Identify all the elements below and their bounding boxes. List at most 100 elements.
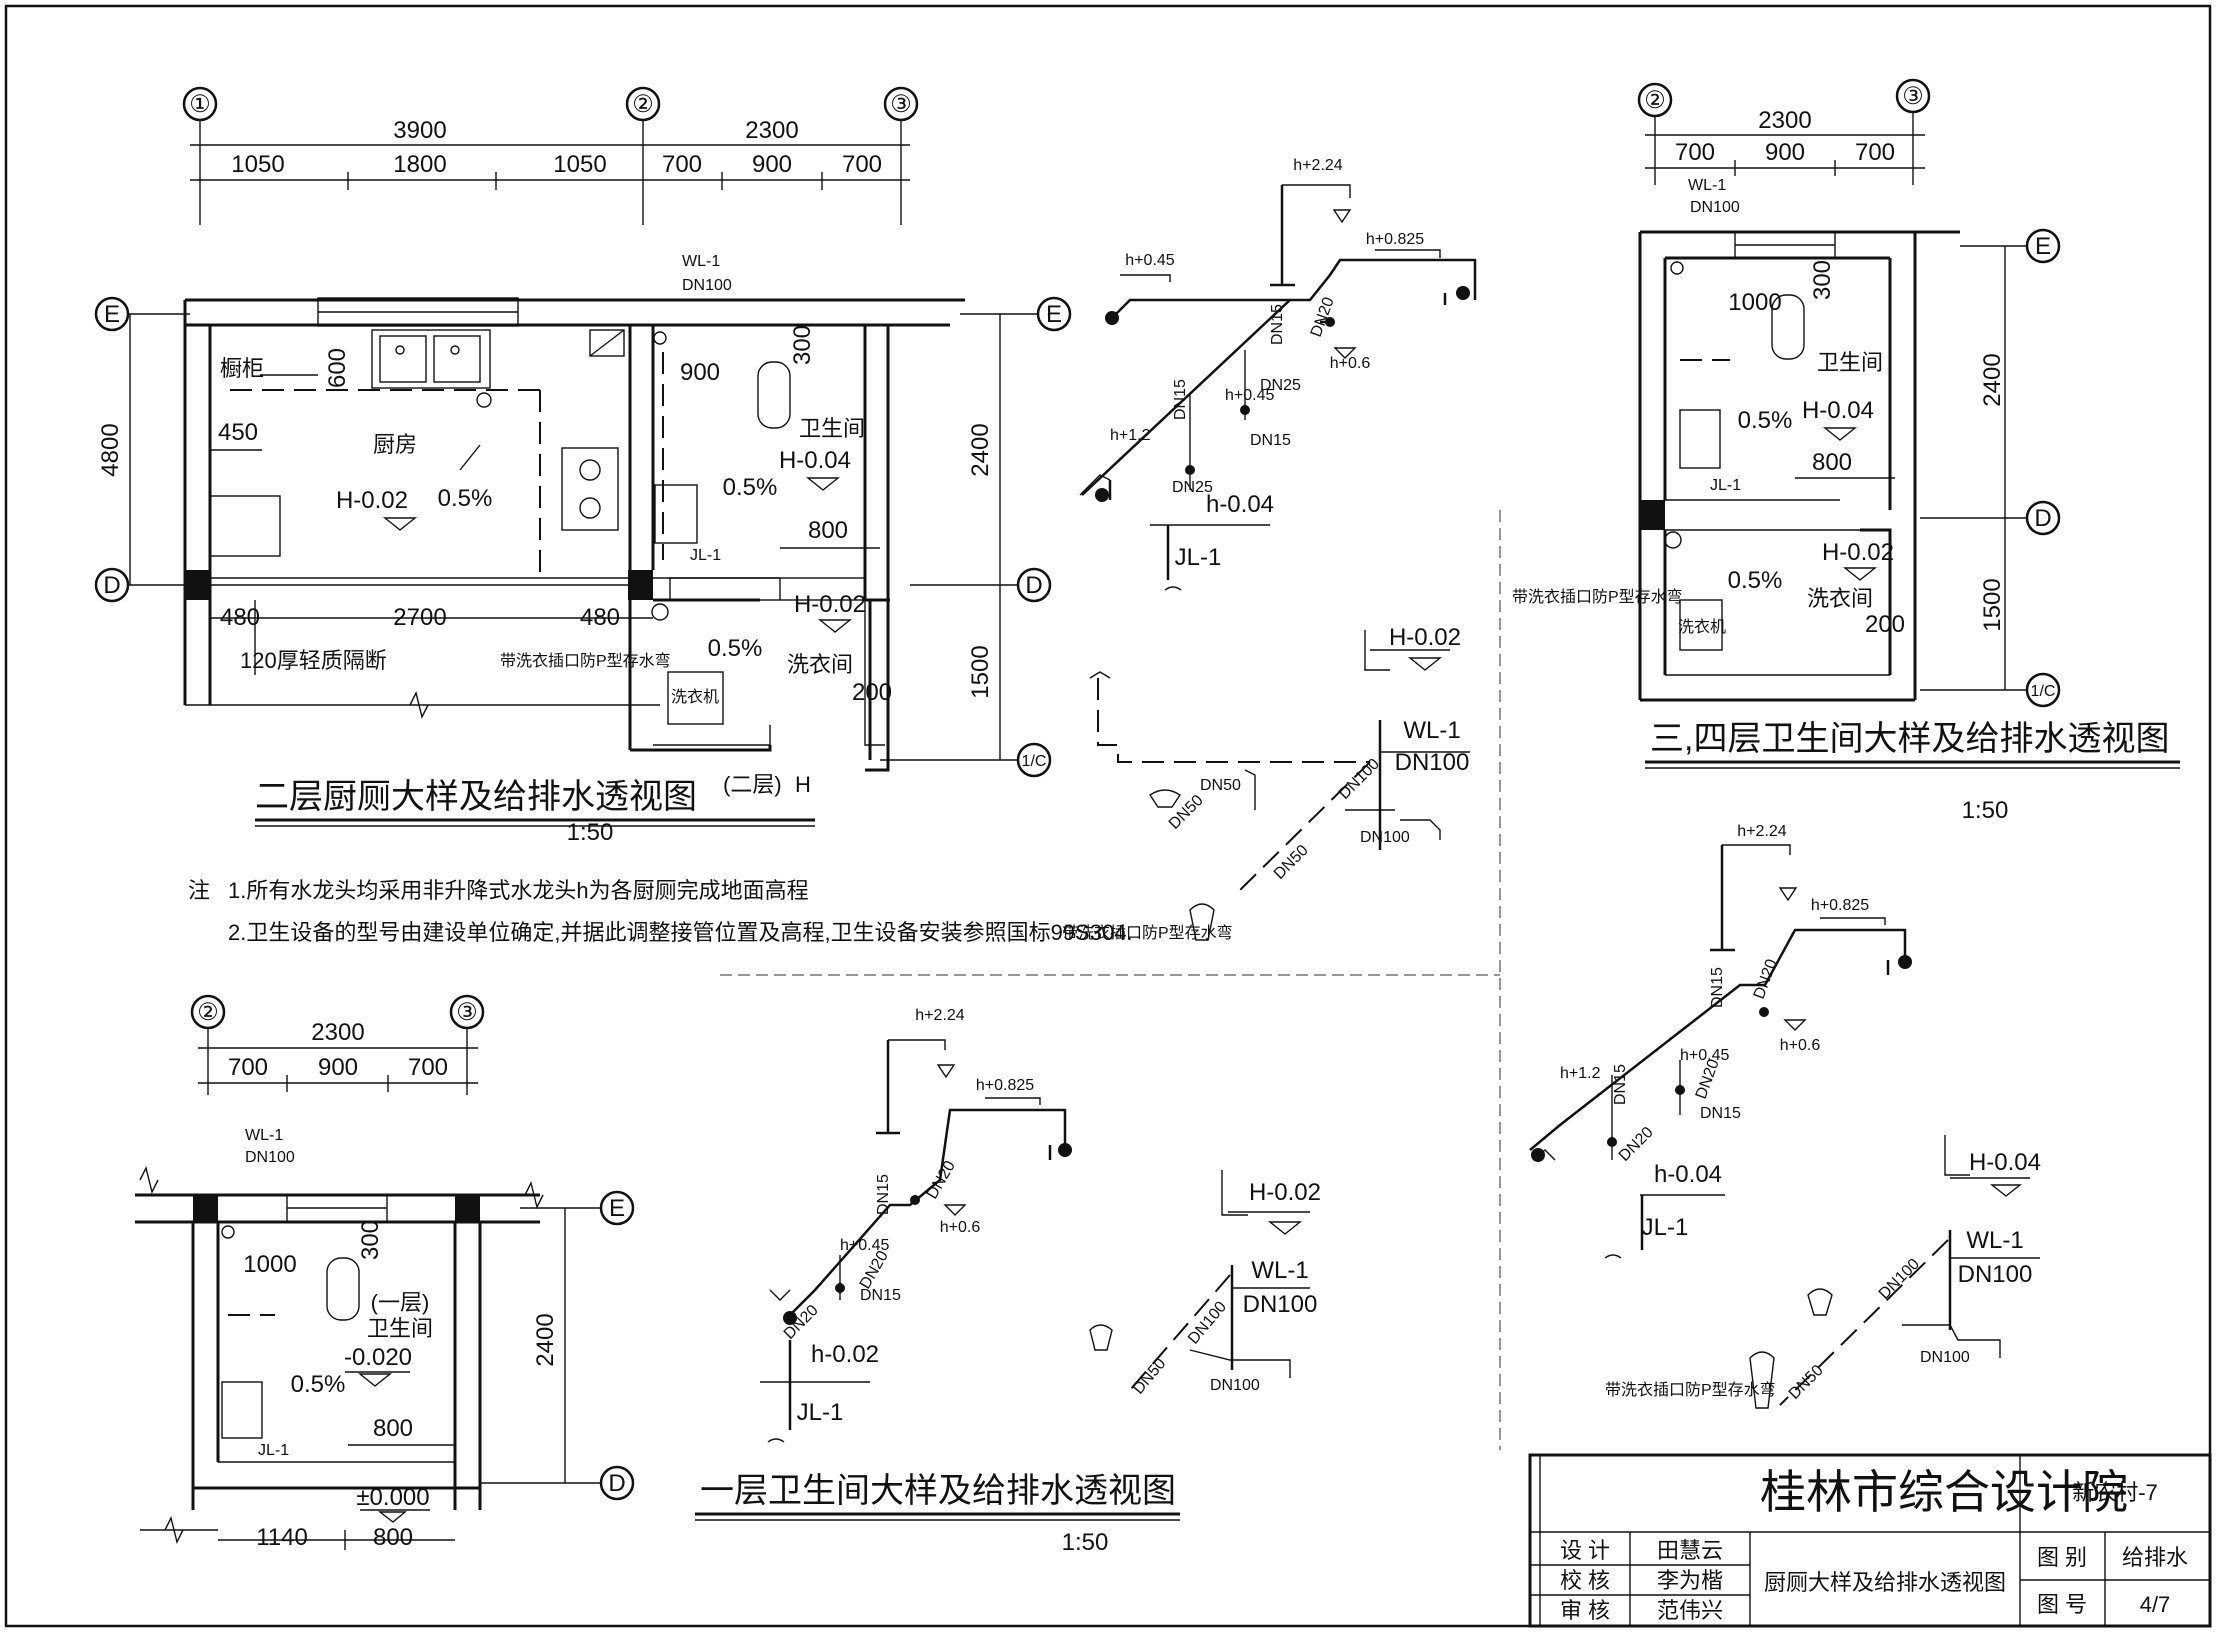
svg-text:h+0.825: h+0.825 xyxy=(1366,231,1424,248)
svg-text:图 号: 图 号 xyxy=(2037,1592,2087,1617)
svg-text:DN20: DN20 xyxy=(1616,1124,1657,1165)
sheet-border xyxy=(4,4,2212,1628)
svg-text:DN50: DN50 xyxy=(1200,777,1241,794)
dim-900: 900 xyxy=(752,151,792,178)
supply-isometric-1f: h+2.24 h+0.825 h+0.6 DN15 DN20 h+0.45 DN… xyxy=(760,1007,1072,1443)
svg-text:600: 600 xyxy=(324,348,351,388)
svg-text:300: 300 xyxy=(789,325,816,365)
drain-isometric-2f: H-0.02 WL-1 DN100 DN50 DN50 DN50 DN100 D… xyxy=(1062,624,1470,942)
svg-text:1/C: 1/C xyxy=(1022,753,1047,770)
svg-text:450: 450 xyxy=(218,419,258,446)
supply-isometric-34f: h+2.24 h+0.825 h+0.6 DN15 DN20 h+0.45 DN… xyxy=(1529,823,1912,1259)
svg-text:D: D xyxy=(608,1470,625,1497)
svg-text:700: 700 xyxy=(228,1054,268,1081)
svg-text:h+2.24: h+2.24 xyxy=(1737,823,1786,840)
wl1-label: WL-1 xyxy=(682,253,720,270)
svg-text:DN100: DN100 xyxy=(1243,1291,1318,1318)
svg-text:h+0.6: h+0.6 xyxy=(1330,355,1371,372)
svg-text:DN100: DN100 xyxy=(1876,1256,1923,1303)
partition-note: 120厚轻质隔断 xyxy=(240,648,387,673)
svg-text:480: 480 xyxy=(580,604,620,631)
double-sink xyxy=(371,329,491,389)
svg-text:田慧云: 田慧云 xyxy=(1657,1538,1723,1563)
svg-text:H-0.02: H-0.02 xyxy=(1249,1179,1321,1206)
svg-text:700: 700 xyxy=(408,1054,448,1081)
jl1-label-2f: JL-1 xyxy=(1175,544,1222,571)
svg-text:DN15: DN15 xyxy=(1612,1064,1629,1105)
title-second-floor: 二层厨厕大样及给排水透视图 xyxy=(255,778,697,816)
kitchen-level: H-0.02 xyxy=(336,487,408,514)
svg-text:WL-1: WL-1 xyxy=(1688,177,1726,194)
floor-drain-note: 带洗衣插口防P型存水弯 xyxy=(500,652,671,670)
svg-text:DN15: DN15 xyxy=(1269,304,1286,345)
svg-text:±0.000: ±0.000 xyxy=(356,1484,429,1511)
svg-text:2400: 2400 xyxy=(1979,353,2006,406)
svg-text:h+2.24: h+2.24 xyxy=(1293,157,1342,174)
dim-1800: 1800 xyxy=(393,151,446,178)
note-2: 2.卫生设备的型号由建设单位确定,并据此调整接管位置及高程,卫生设备安装参照国标… xyxy=(228,920,1133,945)
svg-text:DN15: DN15 xyxy=(860,1287,901,1304)
svg-text:h+1.2: h+1.2 xyxy=(1560,1065,1601,1082)
label-cabinet: 橱柜 xyxy=(220,356,264,381)
dim-700b: 700 xyxy=(842,151,882,178)
svg-text:DN15: DN15 xyxy=(1709,967,1726,1008)
svg-text:1500: 1500 xyxy=(1979,578,2006,631)
svg-text:DN50: DN50 xyxy=(1271,842,1312,883)
drain-isometric-1f: H-0.02 WL-1 DN100 DN100 DN50 DN100 xyxy=(1089,1170,1321,1398)
svg-text:DN100: DN100 xyxy=(1185,1298,1230,1347)
svg-text:0.5%: 0.5% xyxy=(708,635,763,662)
svg-text:300: 300 xyxy=(357,1220,384,1260)
svg-text:1000: 1000 xyxy=(243,1251,296,1278)
drawing-name: 厨厕大样及给排水透视图 xyxy=(1764,1570,2006,1595)
svg-text:②: ② xyxy=(197,999,219,1026)
notes-label: 注 xyxy=(188,878,210,903)
svg-text:DN100: DN100 xyxy=(245,1149,295,1166)
svg-text:H-0.04: H-0.04 xyxy=(1969,1149,2041,1176)
svg-text:JL-1: JL-1 xyxy=(797,1399,844,1426)
svg-text:E: E xyxy=(104,301,120,328)
svg-text:带洗衣插口防P型存水弯: 带洗衣插口防P型存水弯 xyxy=(1062,924,1233,942)
svg-text:200: 200 xyxy=(852,679,892,706)
svg-text:E: E xyxy=(609,1195,625,1222)
svg-text:WL-1: WL-1 xyxy=(1251,1257,1308,1284)
second-floor-plan: ① ② ③ 3900 2300 1050 1800 1050 700 900 7… xyxy=(94,86,1072,846)
svg-text:800: 800 xyxy=(1812,449,1852,476)
title-first-floor: 一层卫生间大样及给排水透视图 xyxy=(700,1472,1176,1510)
title-block: 桂林市综合设计院 新农村-7 设 计 田慧云 校 核 李为楷 审 核 范伟兴 厨… xyxy=(1528,1453,2212,1628)
project-name: 新农村-7 xyxy=(2072,1480,2158,1505)
svg-text:-0.020: -0.020 xyxy=(344,1344,412,1371)
svg-text:DN15: DN15 xyxy=(1250,432,1291,449)
svg-text:900: 900 xyxy=(1765,139,1805,166)
bath-level: H-0.04 xyxy=(779,447,851,474)
svg-text:JL-1: JL-1 xyxy=(690,547,721,564)
dim-2300: 2300 xyxy=(745,117,798,144)
svg-text:E: E xyxy=(1046,301,1062,328)
svg-text:0.5%: 0.5% xyxy=(291,1371,346,1398)
svg-text:JL-1: JL-1 xyxy=(1710,477,1741,494)
svg-text:h-0.04: h-0.04 xyxy=(1206,491,1274,518)
svg-text:③: ③ xyxy=(456,999,478,1026)
notes: 注 1.所有水龙头均采用非升降式水龙头h为各厨厕完成地面高程 2.卫生设备的型号… xyxy=(188,878,1133,945)
svg-text:2300: 2300 xyxy=(1758,107,1811,134)
dim-2400: 2400 xyxy=(967,423,994,476)
svg-text:2300: 2300 xyxy=(311,1019,364,1046)
svg-text:DN25: DN25 xyxy=(1172,479,1213,496)
axis-label-3: ③ xyxy=(890,91,912,118)
drawing-number: 4/7 xyxy=(2140,1592,2171,1617)
dim-4800: 4800 xyxy=(97,423,124,476)
institute-name: 桂林市综合设计院 xyxy=(1760,1467,2128,1518)
svg-text:h+1.2: h+1.2 xyxy=(1110,427,1151,444)
dim-700a: 700 xyxy=(662,151,702,178)
svg-text:0.5%: 0.5% xyxy=(1728,567,1783,594)
svg-text:D: D xyxy=(1025,572,1042,599)
svg-text:洗衣机: 洗衣机 xyxy=(1678,618,1726,636)
svg-text:③: ③ xyxy=(1902,83,1924,110)
svg-text:1/C: 1/C xyxy=(2031,683,2056,700)
svg-text:0.5%: 0.5% xyxy=(1738,407,1793,434)
svg-text:DN100: DN100 xyxy=(682,277,732,294)
svg-text:JL-1: JL-1 xyxy=(258,1442,289,1459)
svg-text:H: H xyxy=(795,772,811,797)
svg-text:h+0.6: h+0.6 xyxy=(1780,1037,1821,1054)
svg-text:h+0.45: h+0.45 xyxy=(1125,252,1174,269)
